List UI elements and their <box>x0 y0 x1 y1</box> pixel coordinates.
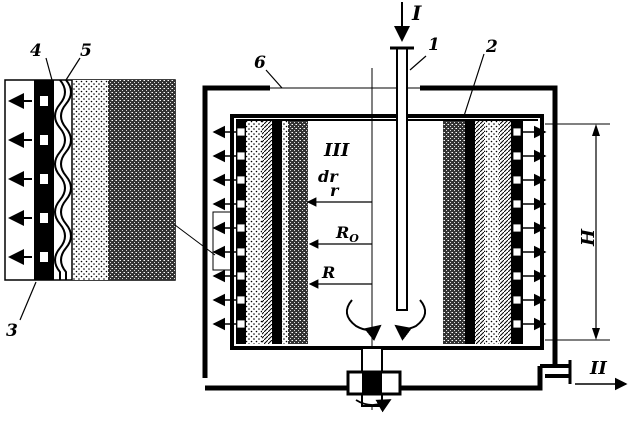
R-label: R <box>321 263 335 282</box>
inset-wavy-mesh <box>54 79 66 280</box>
height-label: H <box>578 228 599 247</box>
housing <box>202 85 572 391</box>
part-1-label: 1 <box>428 35 440 55</box>
inset-dotted-layer <box>72 80 108 280</box>
detail-inset <box>4 79 176 281</box>
part-2-label: 2 <box>485 37 498 57</box>
part-3-label: 3 <box>6 321 18 341</box>
height-dimension <box>545 123 610 341</box>
zone-label: III <box>323 140 350 161</box>
rotor-drum <box>212 68 547 410</box>
part-6-label: 6 <box>254 53 266 73</box>
inset-filter-cake <box>108 80 175 280</box>
inflow-label: I <box>411 1 422 25</box>
r0-label: RO <box>335 223 359 245</box>
outflow-label: II <box>589 358 607 379</box>
inset-leader-line <box>174 224 216 256</box>
part-4-label: 4 <box>30 41 42 61</box>
dr-label: dr <box>318 167 339 186</box>
part-5-label: 5 <box>80 41 92 61</box>
feed-pipe <box>390 2 414 311</box>
shaft-bearing <box>346 347 402 413</box>
r-label: r <box>330 181 340 200</box>
part-leaders <box>19 53 485 321</box>
